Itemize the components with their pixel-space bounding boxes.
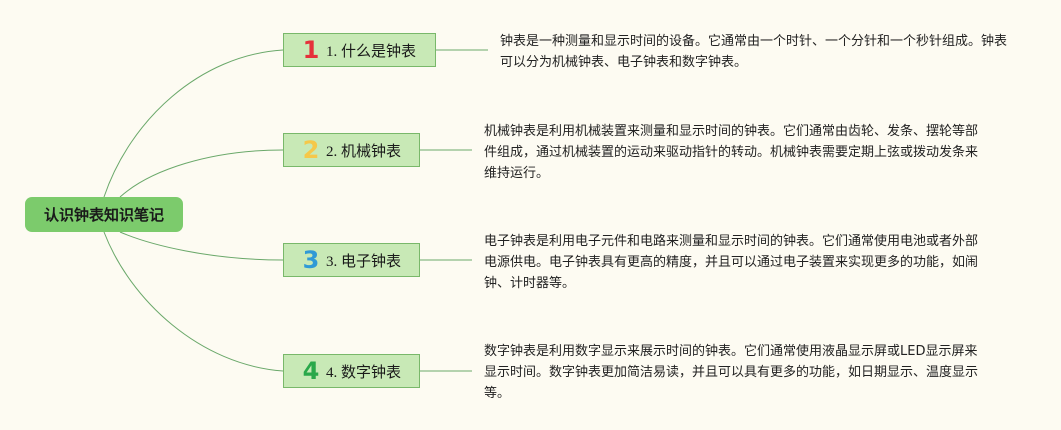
branch-label-1: 1. 什么是钟表 bbox=[326, 43, 417, 60]
connector-root-branch-4 bbox=[103, 231, 284, 372]
connector-root-branch-2 bbox=[119, 149, 284, 198]
number-one-icon: 1 bbox=[302, 36, 320, 64]
branch-node-4[interactable]: 4 4. 数字钟表 bbox=[283, 354, 420, 388]
description-4: 数字钟表是利用数字显示来展示时间的钟表。它们通常使用液晶显示屏或LED显示屏来显… bbox=[484, 344, 979, 401]
description-1: 钟表是一种测量和显示时间的设备。它通常由一个时针、一个分针和一个秒针组成。钟表可… bbox=[500, 34, 1008, 70]
connector-root-branch-1 bbox=[103, 49, 284, 198]
branch-label-4: 4. 数字钟表 bbox=[326, 364, 402, 381]
description-2: 机械钟表是利用机械装置来测量和显示时间的钟表。它们通常由齿轮、发条、摆轮等部件组… bbox=[484, 124, 979, 181]
number-four-icon: 4 bbox=[302, 357, 320, 385]
number-two-icon: 2 bbox=[302, 136, 320, 164]
number-three-icon: 3 bbox=[302, 246, 320, 274]
branch-node-1[interactable]: 1 1. 什么是钟表 bbox=[283, 33, 436, 67]
branch-node-2[interactable]: 2 2. 机械钟表 bbox=[283, 133, 420, 167]
root-node[interactable]: 认识钟表知识笔记 bbox=[25, 197, 183, 232]
branch-node-3[interactable]: 3 3. 电子钟表 bbox=[283, 243, 420, 277]
root-label: 认识钟表知识笔记 bbox=[43, 206, 164, 224]
branch-label-2: 2. 机械钟表 bbox=[326, 143, 402, 160]
branch-label-3: 3. 电子钟表 bbox=[326, 253, 402, 270]
connector-root-branch-3 bbox=[119, 231, 284, 261]
description-3: 电子钟表是利用电子元件和电路来测量和显示时间的钟表。它们通常使用电池或者外部电源… bbox=[484, 234, 979, 291]
